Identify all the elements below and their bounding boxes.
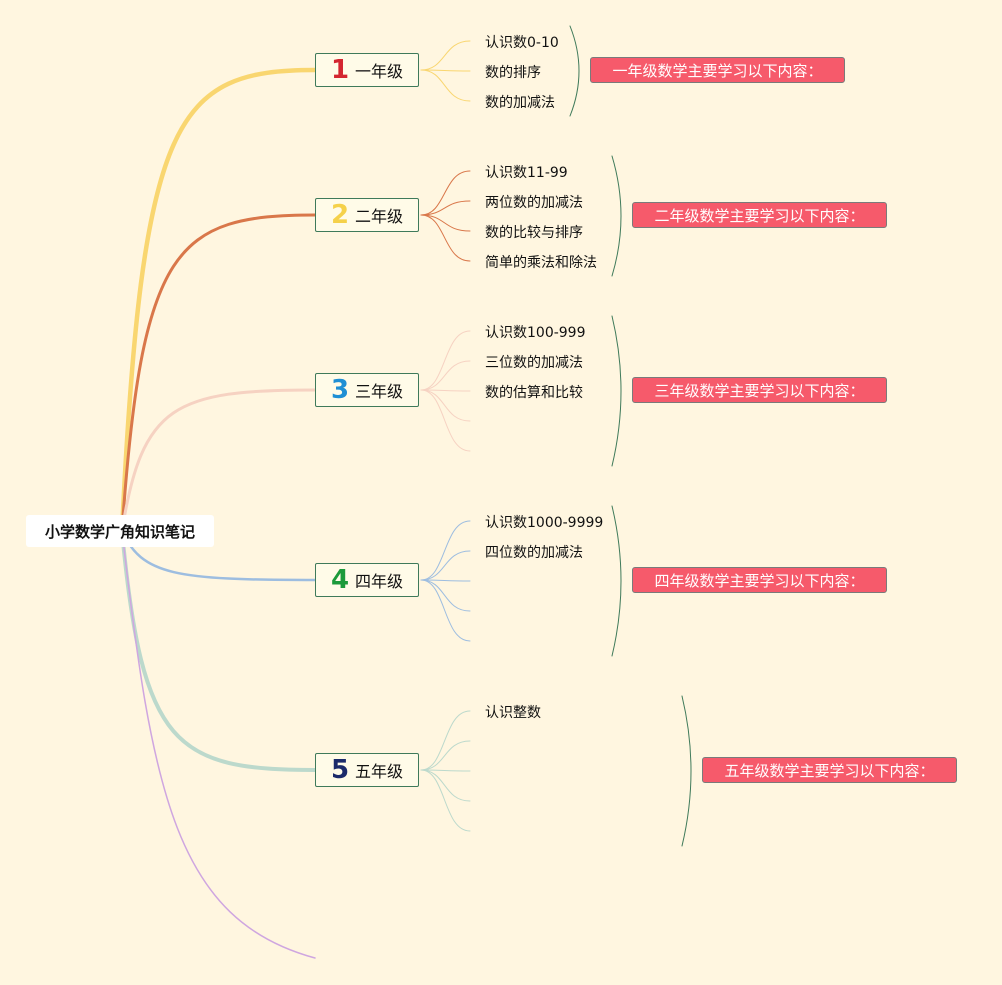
summary-box-3[interactable]: 三年级数学主要学习以下内容： [632,377,887,403]
grade-name-5: 五年级 [355,762,404,781]
sub-branch-2-1 [420,170,471,216]
sub-branch-5-4 [420,769,471,802]
root-node[interactable]: 小学数学广角知识笔记 [26,515,214,547]
grade-node-5[interactable]: 5 五年级 [315,753,419,787]
sub-branch-1-3 [420,69,471,102]
branch-line-extra [121,530,316,959]
sub-branch-5-1 [420,710,471,771]
sub-branch-4-2 [420,550,471,581]
root-title: 小学数学广角知识笔记 [44,522,195,541]
summary-brace-1 [569,25,580,117]
grade-name-2: 二年级 [355,207,404,226]
sub-branch-1-2 [420,69,471,72]
sub-branch-3-3 [420,389,471,392]
topic-item[interactable]: 认识数11-99 [485,165,568,181]
grade-number-3: 3 [330,375,350,405]
sub-branch-3-1 [420,330,471,391]
summary-brace-5 [681,695,692,847]
topic-item[interactable]: 认识数100-999 [485,325,586,341]
sub-branch-1-1 [420,40,471,71]
sub-branch-4-5 [420,579,471,642]
topic-item[interactable]: 简单的乘法和除法 [485,255,597,271]
summary-box-1[interactable]: 一年级数学主要学习以下内容： [590,57,845,83]
topic-item[interactable]: 认识整数 [485,705,541,721]
sub-branch-2-2 [420,200,471,216]
topic-item[interactable]: 数的加减法 [485,95,555,111]
grade-node-2[interactable]: 2 二年级 [315,198,419,232]
branch-line-1 [119,67,318,534]
topic-item[interactable]: 四位数的加减法 [485,545,583,561]
topic-item[interactable]: 认识数1000-9999 [485,515,604,531]
grade-number-2: 2 [330,200,350,230]
sub-branch-4-4 [420,579,471,612]
summary-box-2[interactable]: 二年级数学主要学习以下内容： [632,202,887,228]
branch-line-2 [120,213,317,533]
sub-branch-4-1 [420,520,471,581]
sub-branch-3-2 [420,360,471,391]
grade-node-4[interactable]: 4 四年级 [315,563,419,597]
grade-number-4: 4 [330,565,350,595]
summary-brace-4 [611,505,622,657]
grade-node-3[interactable]: 3 三年级 [315,373,419,407]
branch-line-3 [120,388,317,533]
sub-branch-5-2 [420,740,471,771]
topic-item[interactable]: 数的比较与排序 [485,225,583,241]
grade-name-3: 三年级 [355,382,404,401]
sub-branch-4-3 [420,579,471,582]
summary-box-5[interactable]: 五年级数学主要学习以下内容： [702,757,957,783]
topic-item[interactable]: 数的排序 [485,65,541,81]
topic-item[interactable]: 三位数的加减法 [485,355,583,371]
sub-branch-5-3 [420,769,471,772]
summary-box-4[interactable]: 四年级数学主要学习以下内容： [632,567,887,593]
sub-branch-5-5 [420,769,471,832]
grade-name-1: 一年级 [355,62,404,81]
topic-item[interactable]: 数的估算和比较 [485,385,583,401]
grade-number-1: 1 [330,55,350,85]
sub-branch-3-4 [420,389,471,422]
topic-item[interactable]: 认识数0-10 [485,35,559,51]
summary-brace-3 [611,315,622,467]
sub-branch-3-5 [420,389,471,452]
sub-branch-2-3 [420,214,471,232]
grade-node-1[interactable]: 1 一年级 [315,53,419,87]
grade-name-4: 四年级 [355,572,404,591]
summary-brace-2 [611,155,622,277]
grade-number-5: 5 [330,755,350,785]
topic-item[interactable]: 两位数的加减法 [485,195,583,211]
sub-branch-2-4 [420,214,471,262]
